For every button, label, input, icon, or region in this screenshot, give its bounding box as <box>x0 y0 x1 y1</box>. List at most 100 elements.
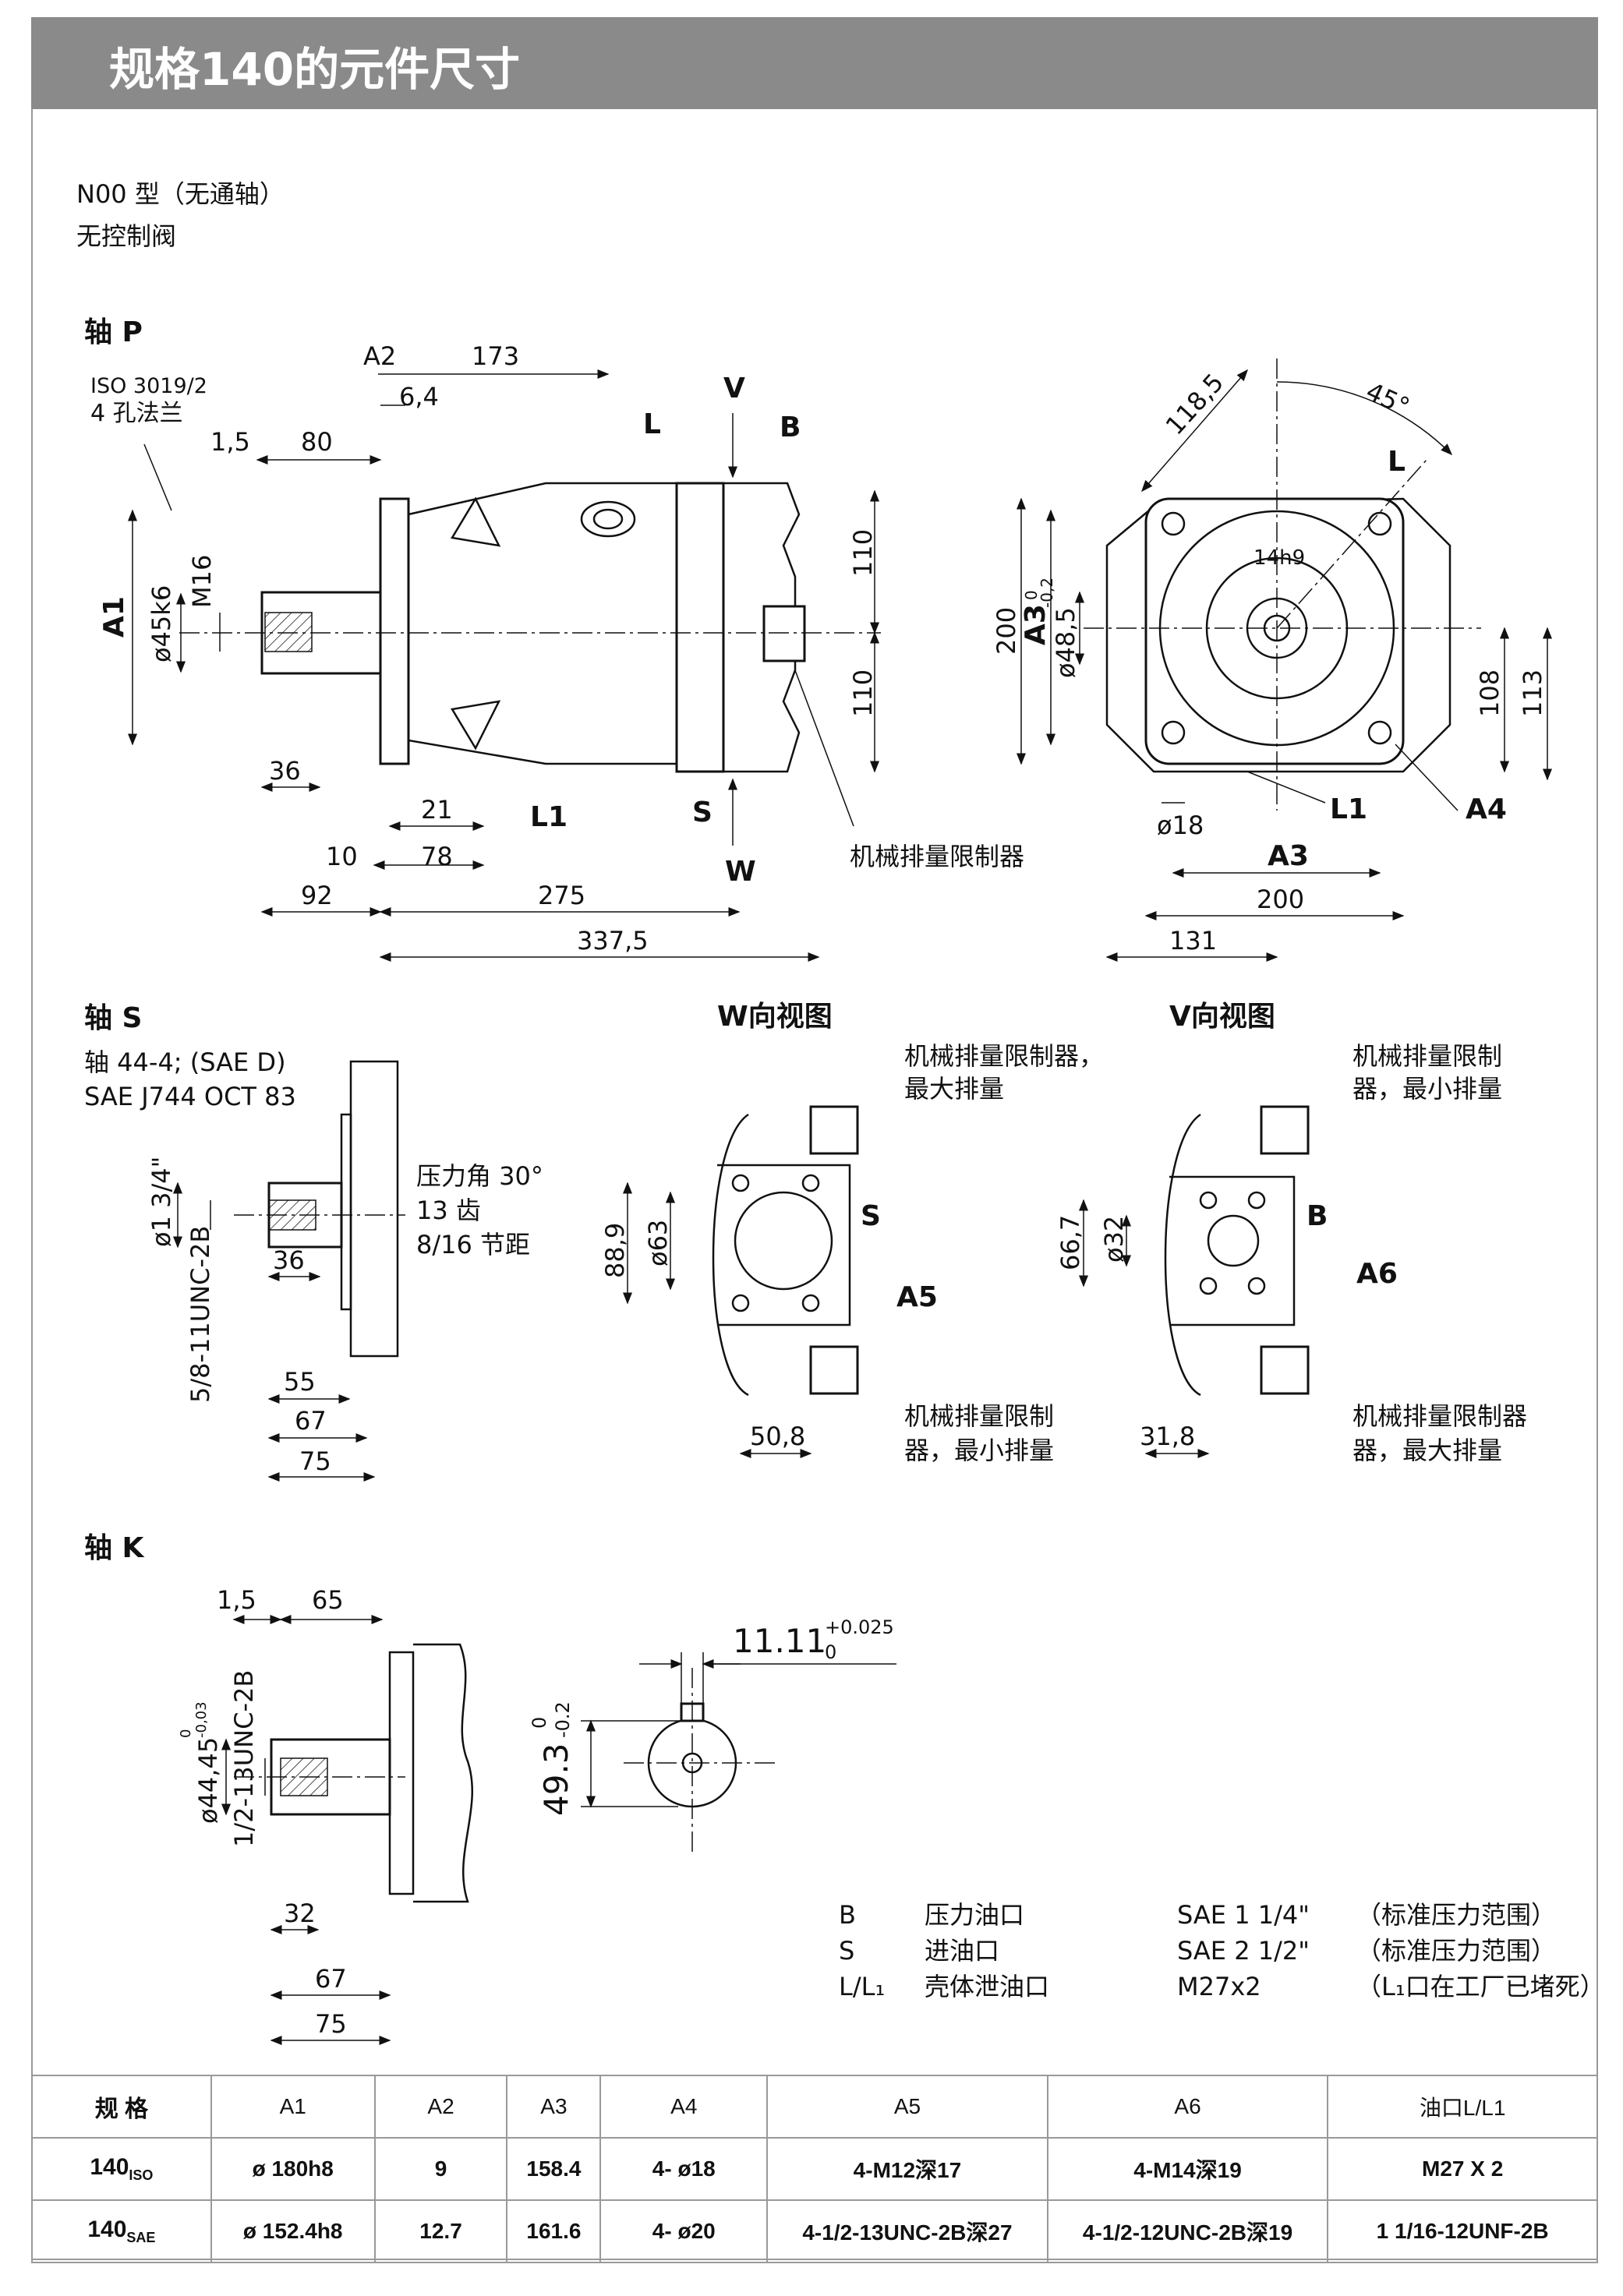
dim-a3-vertical: A3 <box>1020 604 1052 645</box>
th-a3: A3 <box>506 2075 602 2139</box>
dim-k-unc: 1/2-13UNC-2B <box>229 1670 259 1847</box>
th-a5: A5 <box>766 2075 1048 2139</box>
shaft-s-detail: 轴 S 轴 44-4; (SAE D) SAE J744 OCT 83 压力角 … <box>84 1002 543 1482</box>
cell: 4- ø20 <box>599 2199 769 2263</box>
limiter-label: 机械排量限制器 <box>850 842 1024 871</box>
dim-k-65: 65 <box>312 1585 344 1615</box>
dim-36: 36 <box>269 756 301 786</box>
front-label-l: L <box>1388 446 1406 478</box>
dim-k-44-45-tol-high: 0 <box>178 1729 194 1738</box>
th-size: 规 格 <box>31 2075 212 2139</box>
label-v: V <box>723 373 745 404</box>
port-size: M27x2 <box>1177 1972 1261 2001</box>
pump-housing <box>407 482 688 765</box>
th-a1: A1 <box>210 2075 376 2139</box>
front-label-l1: L1 <box>1330 793 1367 825</box>
dim-k-67: 67 <box>315 1964 347 1994</box>
dim-a2: A2 <box>363 341 396 371</box>
port-size: SAE 1 1/4" <box>1177 1900 1310 1930</box>
port-legend: B 压力油口 SAE 1 1/4" （标准压力范围） S 进油口 SAE 2 1… <box>839 1900 1605 2001</box>
cell: 4-1/2-12UNC-2B深19 <box>1046 2199 1329 2263</box>
dim-110-bottom: 110 <box>848 669 878 717</box>
limiter-stub <box>762 605 806 662</box>
frame-left <box>31 109 33 2260</box>
dim-a3-horizontal: A3 <box>1268 840 1309 872</box>
dim-s-67: 67 <box>295 1406 327 1436</box>
dim-6-4: 6,4 <box>399 382 439 412</box>
dim-78: 78 <box>421 842 453 871</box>
th-a6: A6 <box>1046 2075 1329 2139</box>
mount-flange <box>379 497 410 765</box>
shaft-s-note3: 8/16 节距 <box>416 1230 530 1259</box>
dim-108: 108 <box>1475 669 1505 717</box>
flange-note1: ISO 3019/2 <box>90 374 207 398</box>
cell-size: 140ISO <box>31 2137 212 2201</box>
shaft-s-line1: 轴 44-4; (SAE D) <box>84 1047 286 1077</box>
cell: ø 152.4h8 <box>210 2199 376 2263</box>
dim-k-44-45: ø44,45 <box>193 1737 223 1824</box>
dim-m16: M16 <box>187 555 217 608</box>
front-label-a4: A4 <box>1466 793 1507 825</box>
dim-131: 131 <box>1169 926 1217 955</box>
dim-48-5-tol-low: -0,2 <box>1038 578 1056 608</box>
view-v-label-bot2: 器，最大排量 <box>1352 1436 1502 1465</box>
dim-275: 275 <box>538 881 585 910</box>
cell: 12.7 <box>373 2199 508 2263</box>
label-w: W <box>725 856 756 888</box>
shaft-s-line2: SAE J744 OCT 83 <box>84 1082 296 1111</box>
dim-key-width-tol-low: 0 <box>825 1641 836 1663</box>
port-name: 壳体泄油口 <box>925 1972 1049 2001</box>
shaft-s-note1: 压力角 30° <box>416 1161 543 1191</box>
dim-118-5: 118,5 <box>1160 368 1230 441</box>
dim-110-top: 110 <box>848 529 878 577</box>
port-l-hole <box>592 508 624 530</box>
dim-92: 92 <box>301 881 333 910</box>
view-v-label-top1: 机械排量限制 <box>1352 1041 1502 1071</box>
bolt-hole-bl <box>1161 720 1186 745</box>
intro-line2: 无控制阀 <box>76 221 176 251</box>
dim-key-width: 11.11 <box>733 1622 826 1660</box>
dim-key-height: 49.3 <box>537 1743 575 1816</box>
cell: 1 1/16-12UNF-2B <box>1327 2199 1598 2263</box>
dim-s-36: 36 <box>273 1245 305 1275</box>
cell: 161.6 <box>506 2199 602 2263</box>
frame-right <box>1596 109 1598 2260</box>
spec-table: 规 格 A1 A2 A3 A4 A5 A6 油口L/L1 140ISO ø 18… <box>31 2075 1598 2263</box>
dim-45deg: 45° <box>1362 376 1414 422</box>
dim-k-32: 32 <box>284 1899 316 1928</box>
bolt-hole-tr <box>1367 511 1392 536</box>
cell-size: 140SAE <box>31 2199 212 2263</box>
cell: 9 <box>373 2137 508 2201</box>
front-flange <box>1144 497 1405 765</box>
view-v-heading: V向视图 <box>1169 1001 1275 1033</box>
view-w-label-a5: A5 <box>896 1281 938 1313</box>
dim-1-3-4: ø1 3/4" <box>147 1157 176 1247</box>
shaft-s-heading: 轴 S <box>84 1002 142 1034</box>
dim-200-horizontal: 200 <box>1257 885 1304 914</box>
cell: 4-1/2-13UNC-2B深27 <box>766 2199 1048 2263</box>
bolt-hole-tl <box>1161 511 1186 536</box>
port-code: B <box>839 1900 856 1930</box>
front-view: 118,5 45° L 14h9 200 A3 ø48,5 -0,2 0 108… <box>992 359 1552 962</box>
flange-leader <box>143 443 172 511</box>
dim-k-1-5: 1,5 <box>217 1585 256 1615</box>
th-a2: A2 <box>373 2075 508 2139</box>
view-w-label-bot2: 器，最小排量 <box>904 1436 1054 1465</box>
port-l-boss <box>580 500 636 538</box>
bolt-hole-br <box>1367 720 1392 745</box>
dim-1-5: 1,5 <box>210 427 250 457</box>
dim-k-44-45-tol-low: -0,03 <box>193 1701 210 1738</box>
flange-note2: 4 孔法兰 <box>90 400 183 427</box>
dim-s-75: 75 <box>299 1446 331 1476</box>
shaft-k-detail: 轴 K 1,5 65 ø44,45 0 -0,03 1/2-13UNC-2B 3… <box>84 1532 896 2045</box>
dim-10: 10 <box>326 842 358 871</box>
th-port: 油口L/L1 <box>1327 2075 1598 2139</box>
dim-14h9: 14h9 <box>1253 546 1305 570</box>
dim-32: ø32 <box>1099 1216 1129 1263</box>
view-w-label-top1: 机械排量限制器， <box>904 1041 1104 1071</box>
view-v-label-a6: A6 <box>1356 1258 1398 1290</box>
port-code: S <box>839 1936 854 1966</box>
port-plate <box>675 482 725 773</box>
view-v-label-top2: 器，最小排量 <box>1352 1074 1502 1104</box>
dim-113: 113 <box>1518 669 1547 717</box>
